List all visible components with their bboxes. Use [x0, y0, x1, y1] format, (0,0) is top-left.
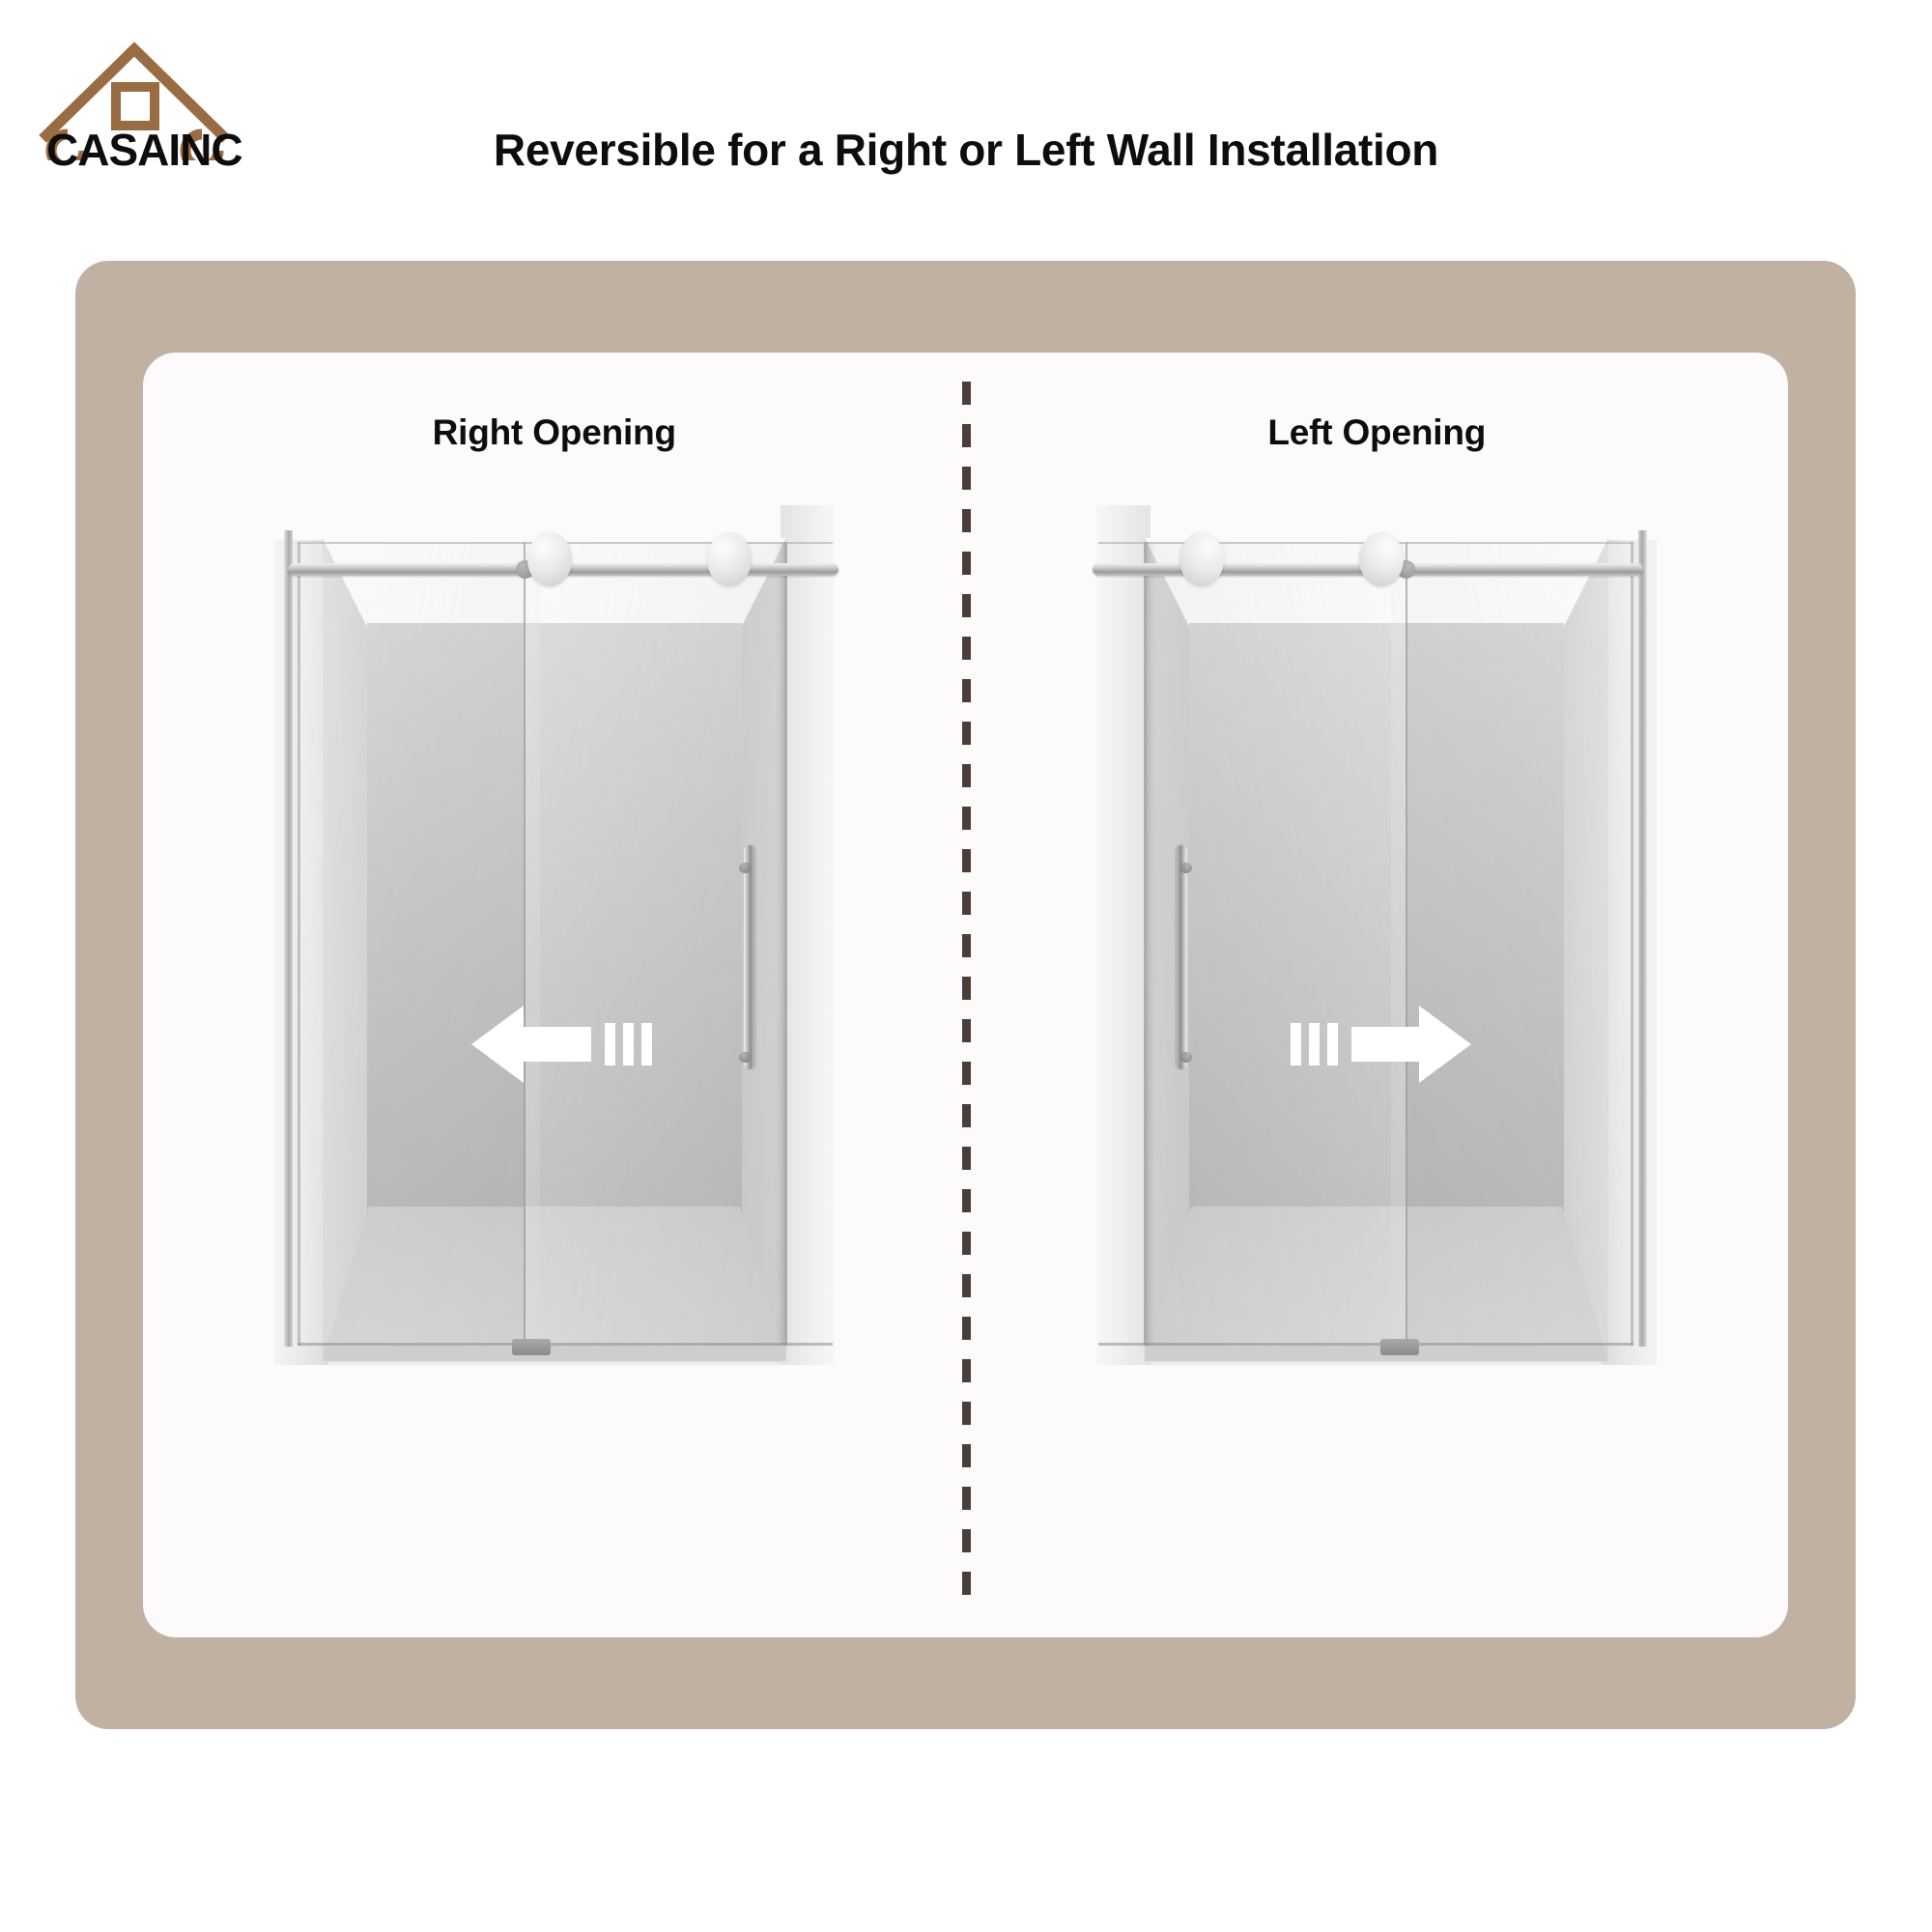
panel-right-opening: Right Opening	[143, 353, 966, 1637]
arrow-left-icon	[470, 1006, 652, 1083]
rail-wall-bracket	[1638, 530, 1648, 1347]
roller-wheel-left	[526, 532, 572, 586]
arrow-right-icon	[1291, 1006, 1472, 1083]
roller-wheel-right	[1179, 532, 1225, 586]
panel-label-left-opening: Left Opening	[1267, 412, 1487, 452]
brand-logo: CASAINC	[31, 35, 243, 175]
right-wall-jamb	[780, 505, 835, 1365]
handle-stud-top	[738, 863, 752, 873]
rail-wall-bracket	[283, 530, 293, 1347]
shower-base-pan	[322, 1207, 786, 1361]
direction-arrow-right-opening	[464, 998, 657, 1091]
sliding-glass-panel	[523, 542, 787, 1346]
roller-wheel-left	[1359, 532, 1405, 586]
shower-enclosure	[322, 538, 786, 1361]
glass-bottom-edge	[297, 1343, 833, 1346]
left-wall-jamb	[273, 505, 328, 1365]
panel-label-right-opening: Right Opening	[432, 412, 676, 452]
brand-logo-text: CASAINC	[46, 125, 243, 175]
outer-frame: Right Opening	[75, 261, 1856, 1729]
fixed-glass-panel	[1391, 542, 1634, 1346]
bottom-guide-bracket	[511, 1339, 551, 1355]
comparison-panel: Right Opening	[143, 353, 1788, 1637]
base-shadow	[327, 1361, 781, 1367]
base-shadow	[1151, 1361, 1604, 1367]
glass-bottom-edge	[1098, 1343, 1634, 1346]
page-title: Reversible for a Right or Left Wall Inst…	[493, 125, 1439, 175]
door-handle-bar	[1177, 845, 1188, 1069]
direction-arrow-left-opening	[1286, 998, 1479, 1091]
roller-wheel-right	[706, 532, 752, 586]
house-roof-icon	[39, 42, 230, 160]
handle-stud-bottom	[738, 1052, 752, 1063]
shower-illustration-right-opening	[273, 505, 838, 1413]
panel-left-opening: Left Opening	[966, 353, 1789, 1637]
right-wall-jamb	[1096, 505, 1151, 1365]
enclosure-back-wall	[366, 623, 742, 1247]
shower-illustration-left-opening	[1093, 505, 1658, 1413]
wall-jamb-top	[1603, 505, 1658, 540]
panel-divider	[961, 382, 971, 1608]
wall-jamb-top	[273, 505, 328, 540]
bottom-guide-bracket	[1380, 1339, 1420, 1355]
fixed-glass-panel	[297, 542, 540, 1346]
door-handle-bar	[743, 845, 754, 1069]
